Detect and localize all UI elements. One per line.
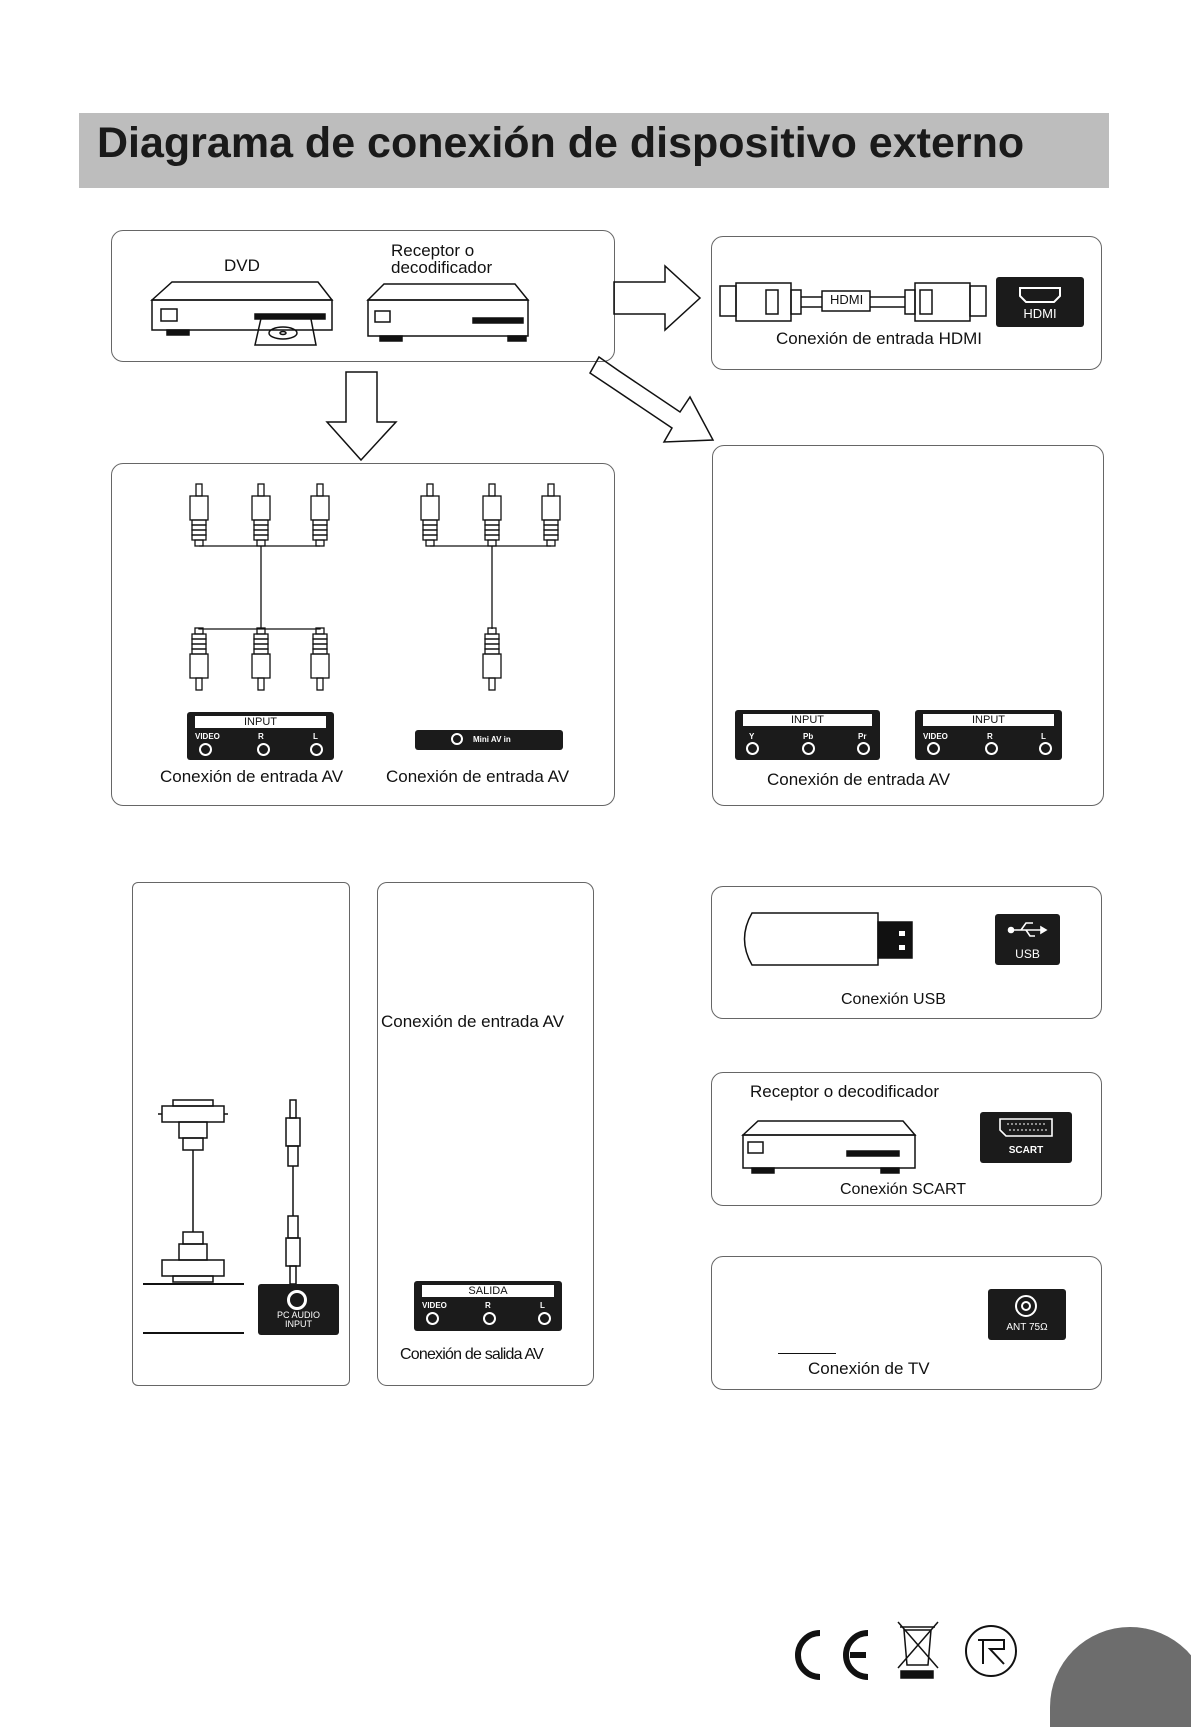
pc-audio-input-port: PC AUDIO INPUT	[258, 1284, 339, 1335]
av-out-caption-top: Conexión de entrada AV	[381, 1012, 565, 1031]
jack-label-l: L	[1041, 732, 1046, 741]
pc-audio-jack	[287, 1290, 307, 1310]
rca-plug-icon	[189, 627, 209, 691]
arrow-right-icon	[613, 264, 702, 332]
vga-connector-bottom-icon	[161, 1231, 225, 1283]
jack-label-pb: Pb	[803, 732, 814, 741]
rca-plug-icon	[310, 627, 330, 691]
ce-mark-icon	[795, 1630, 869, 1680]
jack-label-video: VIDEO	[195, 732, 220, 741]
jack-label-pr: Pr	[858, 732, 867, 741]
antenna-jack-icon	[1015, 1295, 1037, 1317]
dvd-label: DVD	[224, 256, 260, 275]
jack-l	[1039, 742, 1052, 755]
av-input-port-title: INPUT	[195, 716, 326, 728]
page-title: Diagrama de conexión de dispositivo exte…	[97, 119, 1025, 167]
receiver-icon	[366, 283, 530, 342]
hdmi-port-icon	[1019, 287, 1061, 303]
arrow-diagonal-icon	[589, 355, 715, 443]
receiver-label-1: Receptor o	[391, 241, 475, 260]
usb-port: USB	[995, 914, 1060, 965]
rca-group-mini-av	[420, 483, 561, 691]
pc-audio-label-2: INPUT	[285, 1319, 312, 1329]
scart-caption: Conexión SCART	[840, 1181, 966, 1198]
hdmi-cable-art	[719, 282, 987, 322]
rca-plug-icon	[251, 627, 271, 691]
antenna-port: ANT 75Ω	[988, 1289, 1066, 1340]
component-port-title: INPUT	[743, 714, 872, 726]
hdmi-cable-label: HDMI	[830, 292, 864, 307]
jack-label-r: R	[258, 732, 264, 741]
jack-r	[483, 1312, 496, 1325]
mini-plug-icon	[482, 627, 502, 691]
jack-pr	[857, 742, 870, 755]
hdmi-port-label: HDMI	[1023, 306, 1057, 321]
scart-receiver-art	[741, 1120, 917, 1174]
av-input-caption-right: Conexión de entrada AV	[767, 770, 951, 789]
mini-av-label: Mini AV in	[473, 735, 511, 744]
jack-label-l: L	[313, 732, 318, 741]
mini-av-port: Mini AV in	[415, 730, 563, 750]
antenna-jack-inner	[1021, 1301, 1031, 1311]
jack-label-y: Y	[749, 732, 755, 741]
jack-l	[310, 743, 323, 756]
jack-video	[927, 742, 940, 755]
footer-marks	[795, 1621, 1017, 1680]
antenna-port-label: ANT 75Ω	[1006, 1322, 1048, 1333]
usb-symbol-icon	[1007, 922, 1048, 937]
av-input-caption-left-1: Conexión de entrada AV	[160, 767, 344, 786]
source-devices-panel	[111, 230, 615, 362]
rca-plug-icon	[482, 483, 502, 547]
jack-video	[199, 743, 212, 756]
hdmi-caption: Conexión de entrada HDMI	[776, 329, 983, 348]
av-output-caption: Conexión de salida AV	[400, 1346, 544, 1363]
jack-label-r: R	[987, 732, 993, 741]
jack-l	[538, 1312, 551, 1325]
tv-divider	[778, 1353, 836, 1354]
rohs-mark-icon	[965, 1625, 1017, 1677]
scart-connector-icon	[999, 1118, 1053, 1137]
scart-port-label: SCART	[1008, 1145, 1044, 1156]
receiver-label-2: decodificador	[391, 258, 493, 277]
mini-av-jack	[451, 733, 463, 745]
usb-stick-icon	[743, 912, 913, 966]
jack-pb	[802, 742, 815, 755]
scart-port: SCART	[980, 1112, 1072, 1163]
jack-label-video: VIDEO	[923, 732, 948, 741]
rca-group-av-left	[189, 483, 330, 691]
jack-label-l: L	[540, 1301, 545, 1310]
rca-plug-icon	[251, 483, 271, 547]
jack-r	[257, 743, 270, 756]
receiver-icon	[741, 1120, 917, 1174]
pc-audio-label-1: PC AUDIO	[276, 1310, 320, 1320]
usb-stick-art	[743, 912, 913, 966]
component-input-port: INPUT Y Pb Pr	[735, 710, 880, 760]
usb-caption: Conexión USB	[841, 991, 946, 1008]
usb-port-label: USB	[1015, 947, 1040, 961]
rca-plug-icon	[189, 483, 209, 547]
hdmi-port: HDMI	[996, 277, 1084, 327]
av-output-port: SALIDA VIDEO R L	[414, 1281, 562, 1331]
av-output-port-title: SALIDA	[422, 1285, 554, 1297]
jack-label-video: VIDEO	[422, 1301, 447, 1310]
dvd-player-icon	[150, 281, 334, 346]
source-devices-art	[150, 264, 715, 462]
arrow-down-icon	[325, 371, 398, 462]
composite-input-port: INPUT VIDEO R L	[915, 710, 1062, 760]
av-input-port-left: INPUT VIDEO R L	[187, 712, 334, 760]
composite-port-title: INPUT	[923, 714, 1054, 726]
weee-bin-icon	[897, 1621, 939, 1679]
jack-video	[426, 1312, 439, 1325]
hdmi-cable-icon	[719, 282, 987, 322]
rca-plug-icon	[310, 483, 330, 547]
jack-y	[746, 742, 759, 755]
av-input-caption-left-2: Conexión de entrada AV	[386, 767, 570, 786]
jack-label-r: R	[485, 1301, 491, 1310]
pc-cable-art	[143, 1099, 301, 1334]
scart-title: Receptor o decodificador	[750, 1082, 940, 1101]
title-banner: Diagrama de conexión de dispositivo exte…	[79, 113, 1109, 188]
tv-caption: Conexión de TV	[808, 1359, 930, 1378]
jack-r	[985, 742, 998, 755]
